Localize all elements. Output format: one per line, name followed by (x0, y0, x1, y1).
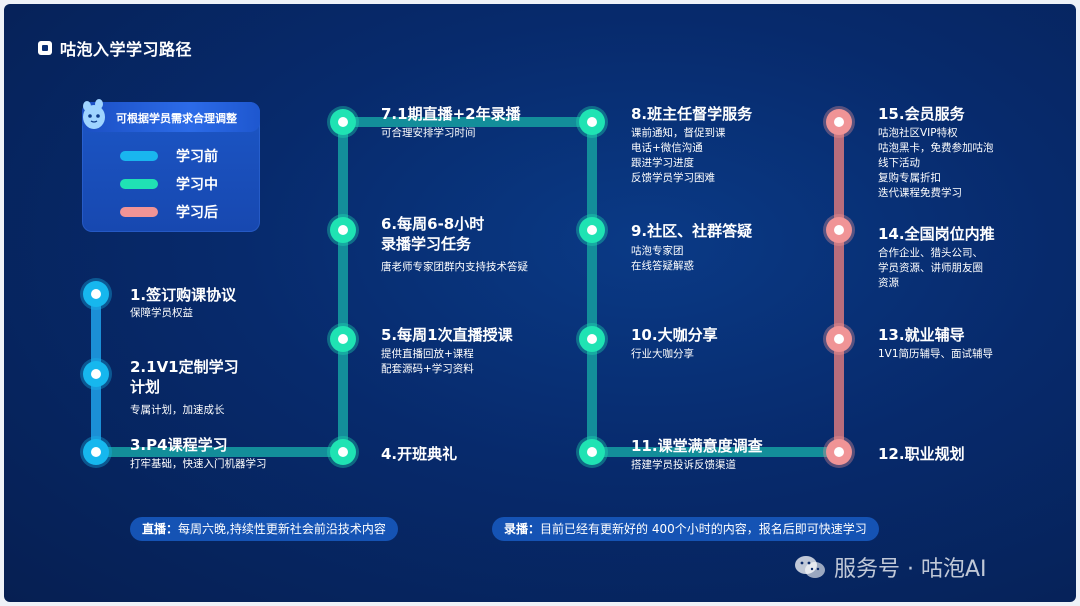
step-desc-1: 保障学员权益 (130, 307, 193, 319)
legend-swatch-during (120, 179, 158, 189)
legend-title: 可根据学员需求合理调整 (116, 112, 237, 125)
step-title-15: 15.会员服务 (878, 105, 965, 123)
note-recorded-label: 录播： (504, 522, 541, 536)
step-title-11: 11.课堂满意度调查 (631, 437, 763, 455)
step-node-14 (826, 217, 852, 243)
legend-swatch-after (120, 207, 158, 217)
legend-item-after: 学习后 (120, 202, 218, 222)
mascot-icon (83, 99, 105, 129)
note-live-text: 每周六晚,持续性更新社会前沿技术内容 (178, 522, 386, 536)
legend-item-before: 学习前 (120, 146, 218, 166)
legend-label-before: 学习前 (176, 149, 218, 165)
step-title-7: 7.1期直播+2年录播 (381, 105, 521, 123)
step-title-4: 4.开班典礼 (381, 445, 458, 463)
step-node-5 (330, 326, 356, 352)
step-title-5: 5.每周1次直播授课 (381, 326, 513, 344)
slide: 咕泡入学学习路径 可根据学员需求合理调整 学习前 (4, 4, 1076, 602)
step-node-13 (826, 326, 852, 352)
step-desc-15: 咕泡社区VIP特权 咕泡黑卡，免费参加咕泡 线下活动 复购专属折扣 迭代课程免费… (878, 127, 994, 199)
legend: 可根据学员需求合理调整 学习前 学习中 学习后 (82, 99, 260, 232)
step-node-10 (579, 326, 605, 352)
step-title-13: 13.就业辅导 (878, 326, 965, 344)
step-node-7 (330, 109, 356, 135)
step-title-6: 6.每周6-8小时 录播学习任务 (381, 215, 485, 253)
step-desc-8: 课前通知，督促到课 电话+微信沟通 跟进学习进度 反馈学员学习困难 (631, 127, 726, 184)
step-desc-6: 唐老师专家团群内支持技术答疑 (381, 261, 528, 273)
step-node-2 (83, 361, 109, 387)
step-node-8 (579, 109, 605, 135)
step-desc-10: 行业大咖分享 (631, 348, 694, 360)
legend-label-after: 学习后 (176, 205, 218, 221)
note-recorded: 录播：目前已经有更新好的 400个小时的内容，报名后即可快速学习 (492, 517, 879, 541)
step-desc-2: 专属计划，加速成长 (130, 404, 225, 416)
step-node-11 (579, 439, 605, 465)
legend-item-during: 学习中 (120, 174, 218, 194)
step-node-1 (83, 281, 109, 307)
step-title-14: 14.全国岗位内推 (878, 225, 995, 243)
step-desc-5: 提供直播回放+课程 配套源码+学习资料 (381, 348, 474, 375)
step-node-15 (826, 109, 852, 135)
step-title-2: 2.1V1定制学习 计划 (130, 358, 239, 396)
step-title-1: 1.签订购课协议 (130, 286, 237, 304)
step-desc-7: 可合理安排学习时间 (381, 127, 476, 139)
step-desc-13: 1V1简历辅导、面试辅导 (878, 348, 994, 360)
legend-header: 可根据学员需求合理调整 (82, 99, 260, 132)
note-live-label: 直播： (142, 522, 179, 536)
note-live: 直播：每周六晚,持续性更新社会前沿技术内容 (130, 517, 398, 541)
step-desc-3: 打牢基础，快速入门机器学习 (130, 458, 267, 470)
watermark: 服务号 · 咕泡AI (794, 551, 987, 583)
step-node-3 (83, 439, 109, 465)
page-title: 咕泡入学学习路径 (60, 40, 193, 59)
title-bullet-icon (38, 41, 52, 55)
watermark-text: 服务号 · 咕泡AI (834, 557, 987, 582)
legend-label-during: 学习中 (176, 177, 218, 193)
track-middle (91, 117, 844, 457)
step-desc-11: 搭建学员投诉反馈渠道 (631, 459, 736, 471)
step-title-3: 3.P4课程学习 (130, 436, 228, 454)
step-node-6 (330, 217, 356, 243)
step-node-4 (330, 439, 356, 465)
step-title-9: 9.社区、社群答疑 (631, 222, 753, 240)
step-desc-9: 咕泡专家团 在线答疑解惑 (631, 245, 694, 272)
legend-swatch-before (120, 151, 158, 161)
wechat-icon (795, 556, 825, 578)
step-title-8: 8.班主任督学服务 (631, 105, 753, 123)
step-node-12 (826, 439, 852, 465)
step-desc-14: 合作企业、猎头公司、 学员资源、讲师朋友圈 资源 (878, 247, 983, 289)
page-header: 咕泡入学学习路径 (38, 36, 192, 60)
step-title-10: 10.大咖分享 (631, 326, 718, 344)
step-title-12: 12.职业规划 (878, 445, 965, 463)
step-node-9 (579, 217, 605, 243)
note-recorded-text: 目前已经有更新好的 400个小时的内容，报名后即可快速学习 (540, 522, 867, 536)
